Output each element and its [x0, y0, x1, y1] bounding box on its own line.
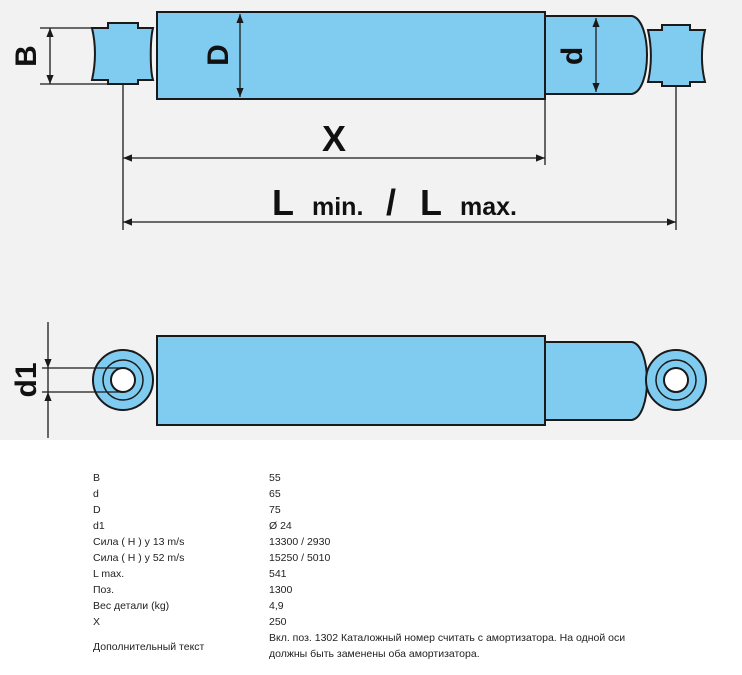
spec-value: 75 [269, 504, 281, 516]
spec-value: Ø 24 [269, 520, 292, 532]
spec-value: 55 [269, 472, 281, 484]
spec-key: X [93, 616, 101, 628]
spec-value: 15250 / 5010 [269, 552, 331, 564]
spec-row: B 55 [93, 470, 693, 486]
label-L: L [272, 182, 294, 223]
label-X: X [322, 118, 346, 159]
spec-row: Поз. 1300 [93, 582, 693, 598]
spec-key: Сила ( Н ) у 52 m/s [93, 552, 185, 564]
spec-key: Вес детали (kg) [93, 600, 170, 612]
label-L-min-max: L min. / L max. [272, 182, 517, 223]
spec-value: 250 [269, 616, 287, 628]
spec-row: Сила ( Н ) у 13 m/s 13300 / 2930 [93, 534, 693, 550]
main-body-side [156, 335, 546, 426]
spec-key: B [93, 472, 101, 484]
left-mount-top [90, 22, 155, 85]
right-eye-hole [663, 367, 689, 393]
spec-row: D 75 [93, 502, 693, 518]
main-body-top [156, 11, 546, 100]
spec-value: 1300 [269, 584, 293, 596]
spec-row: Сила ( Н ) у 52 m/s 15250 / 5010 [93, 550, 693, 566]
spec-value: 4,9 [269, 600, 284, 612]
label-L2: L [420, 182, 442, 223]
spec-value: 13300 / 2930 [269, 536, 331, 548]
spec-row: d 65 [93, 486, 693, 502]
label-min: min. [312, 193, 363, 221]
label-slash: / [386, 182, 396, 223]
label-d1: d1 [10, 362, 43, 397]
spec-value-extra: Вкл. поз. 1302 Каталожный номер считать … [269, 630, 693, 664]
top-view-dimensions [40, 14, 677, 230]
label-B: B [10, 45, 43, 67]
spec-key: L max. [93, 568, 125, 580]
spec-value: 541 [269, 568, 287, 580]
side-view [92, 335, 707, 426]
spec-value-extra-line1: Вкл. поз. 1302 Каталожный номер считать … [269, 632, 626, 644]
spec-row: d1 Ø 24 [93, 518, 693, 534]
label-D: D [202, 44, 235, 66]
specs-table: B 55 d 65 D 75 d1 Ø 24 Сила ( Н ) у 13 m/s 13… [93, 470, 693, 664]
spec-row: L max. 541 [93, 566, 693, 582]
side-view-dimensions [42, 322, 123, 438]
top-view [90, 11, 707, 100]
right-mount-top [646, 24, 707, 87]
spec-row: Вес детали (kg) 4,9 [93, 598, 693, 614]
spec-key: Сила ( Н ) у 13 m/s [93, 536, 185, 548]
spec-key: d1 [93, 520, 105, 532]
spec-value-extra-line2: должны быть заменены оба амортизатора. [269, 648, 480, 660]
spec-row-extra: Дополнительный текст Вкл. поз. 1302 Ката… [93, 630, 693, 664]
specs-table-body: B 55 d 65 D 75 d1 Ø 24 Сила ( Н ) у 13 m/s 13… [93, 470, 693, 664]
spec-key-extra: Дополнительный текст [93, 641, 205, 653]
label-d: d [556, 47, 589, 65]
spec-key: D [93, 504, 101, 516]
label-max: max. [460, 193, 517, 221]
shock-absorber-drawing: B D d X L min. / L max. d1 [0, 0, 742, 440]
spec-key: Поз. [93, 584, 114, 596]
spec-value: 65 [269, 488, 281, 500]
left-eye-hole [110, 367, 136, 393]
spec-row: X 250 [93, 614, 693, 630]
rod-cylinder-side [544, 341, 648, 421]
spec-key: d [93, 488, 99, 500]
